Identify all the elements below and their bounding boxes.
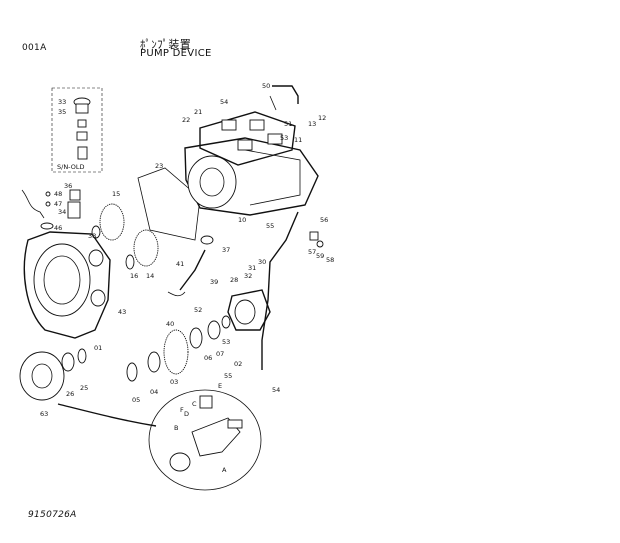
part-34 (67, 201, 81, 219)
callout-30: 30 (258, 258, 266, 266)
callout-C: C (192, 400, 197, 408)
gear-03 (163, 329, 189, 375)
part-36 (69, 189, 81, 201)
callout-43: 43 (118, 308, 126, 316)
callout-14: 14 (146, 272, 154, 280)
part-48 (45, 191, 51, 197)
callout-32: 32 (244, 272, 252, 280)
gear-14 (133, 229, 159, 267)
callout-01: 01 (94, 344, 102, 352)
callout-26: 26 (66, 390, 74, 398)
ring-02 (221, 315, 231, 329)
callout-23: 23 (155, 162, 163, 170)
callout-50: 50 (262, 82, 270, 90)
part-46 (40, 222, 54, 230)
callout-39: 39 (210, 278, 218, 286)
gasket-23 (137, 167, 201, 241)
callout-04: 04 (150, 388, 158, 396)
inset-sn-old: S/N-OLD (51, 87, 103, 173)
callout-03: 03 (170, 378, 178, 386)
callout-53: 53 (280, 134, 288, 142)
callout-54: 54 (220, 98, 228, 106)
callout-A: A (222, 466, 227, 474)
coupling-63 (19, 348, 87, 401)
callout-11: 11 (294, 136, 302, 144)
callout-E: E (218, 382, 222, 390)
gear-pump-28 (227, 289, 271, 331)
callout-05: 05 (132, 396, 140, 404)
callout-41: 41 (176, 260, 184, 268)
callout-labels: 50 54 21 22 51 13 12 53 11 23 10 15 36 4… (40, 82, 334, 474)
callout-21: 21 (194, 108, 202, 116)
callout-F: F (180, 406, 184, 414)
tube-39 (167, 291, 186, 297)
callout-34: 34 (58, 208, 66, 216)
valve-block-11 (199, 111, 296, 166)
bearing-04 (147, 351, 161, 373)
callout-56: 56 (320, 216, 328, 224)
callout-63: 63 (40, 410, 48, 418)
inset-label: S/N-OLD (57, 163, 84, 171)
callout-54b: 54 (272, 386, 280, 394)
callout-13: 13 (308, 120, 316, 128)
callout-38: 38 (88, 232, 96, 240)
callout-02: 02 (234, 360, 242, 368)
callout-48: 48 (54, 190, 62, 198)
callout-36: 36 (64, 182, 72, 190)
ring-07 (207, 320, 221, 340)
callout-28: 28 (230, 276, 238, 284)
callout-53b: 53 (222, 338, 230, 346)
part-59 (316, 240, 324, 248)
callout-51: 51 (284, 120, 292, 128)
title-japanese: ﾎﾟﾝﾌﾟ装置 (140, 38, 191, 51)
bearing-06 (189, 327, 203, 349)
callout-06: 06 (204, 354, 212, 362)
ring-38 (91, 225, 101, 239)
callout-22: 22 (182, 116, 190, 124)
document-number: 9150726A (28, 510, 77, 520)
fitting-53 (269, 95, 277, 111)
callout-57: 57 (308, 248, 316, 256)
pipe-50 (272, 85, 299, 104)
ring-05 (126, 362, 138, 382)
callout-15: 15 (112, 190, 120, 198)
callout-07: 07 (216, 350, 224, 358)
callout-37: 37 (222, 246, 230, 254)
title-english: PUMP DEVICE (140, 48, 212, 59)
pipe-56 (261, 211, 299, 370)
callout-12: 12 (318, 114, 326, 122)
sensor-wire (21, 189, 45, 219)
callout-10: 10 (238, 216, 246, 224)
ring-37 (200, 235, 214, 245)
callout-16: 16 (130, 272, 138, 280)
ring-16 (125, 254, 135, 270)
sheet-code: 001A (22, 43, 47, 53)
callout-47: 47 (54, 200, 62, 208)
part-57 (309, 231, 319, 241)
callout-55: 55 (266, 222, 274, 230)
callout-25: 25 (80, 384, 88, 392)
dipstick-37 (179, 249, 206, 291)
callout-58: 58 (326, 256, 334, 264)
part-47 (45, 201, 51, 207)
detail-coupling (148, 389, 262, 491)
callout-55b: 55 (224, 372, 232, 380)
callout-46: 46 (54, 224, 62, 232)
callout-B: B (174, 424, 178, 432)
callout-52: 52 (194, 306, 202, 314)
callout-40: 40 (166, 320, 174, 328)
gear-15 (99, 203, 125, 241)
detail-leader (57, 403, 157, 427)
callout-35: 35 (58, 108, 66, 116)
callout-33: 33 (58, 98, 66, 106)
callout-59: 59 (316, 252, 324, 260)
callout-D: D (184, 410, 189, 418)
callout-31: 31 (248, 264, 256, 272)
housing-01 (23, 231, 111, 339)
